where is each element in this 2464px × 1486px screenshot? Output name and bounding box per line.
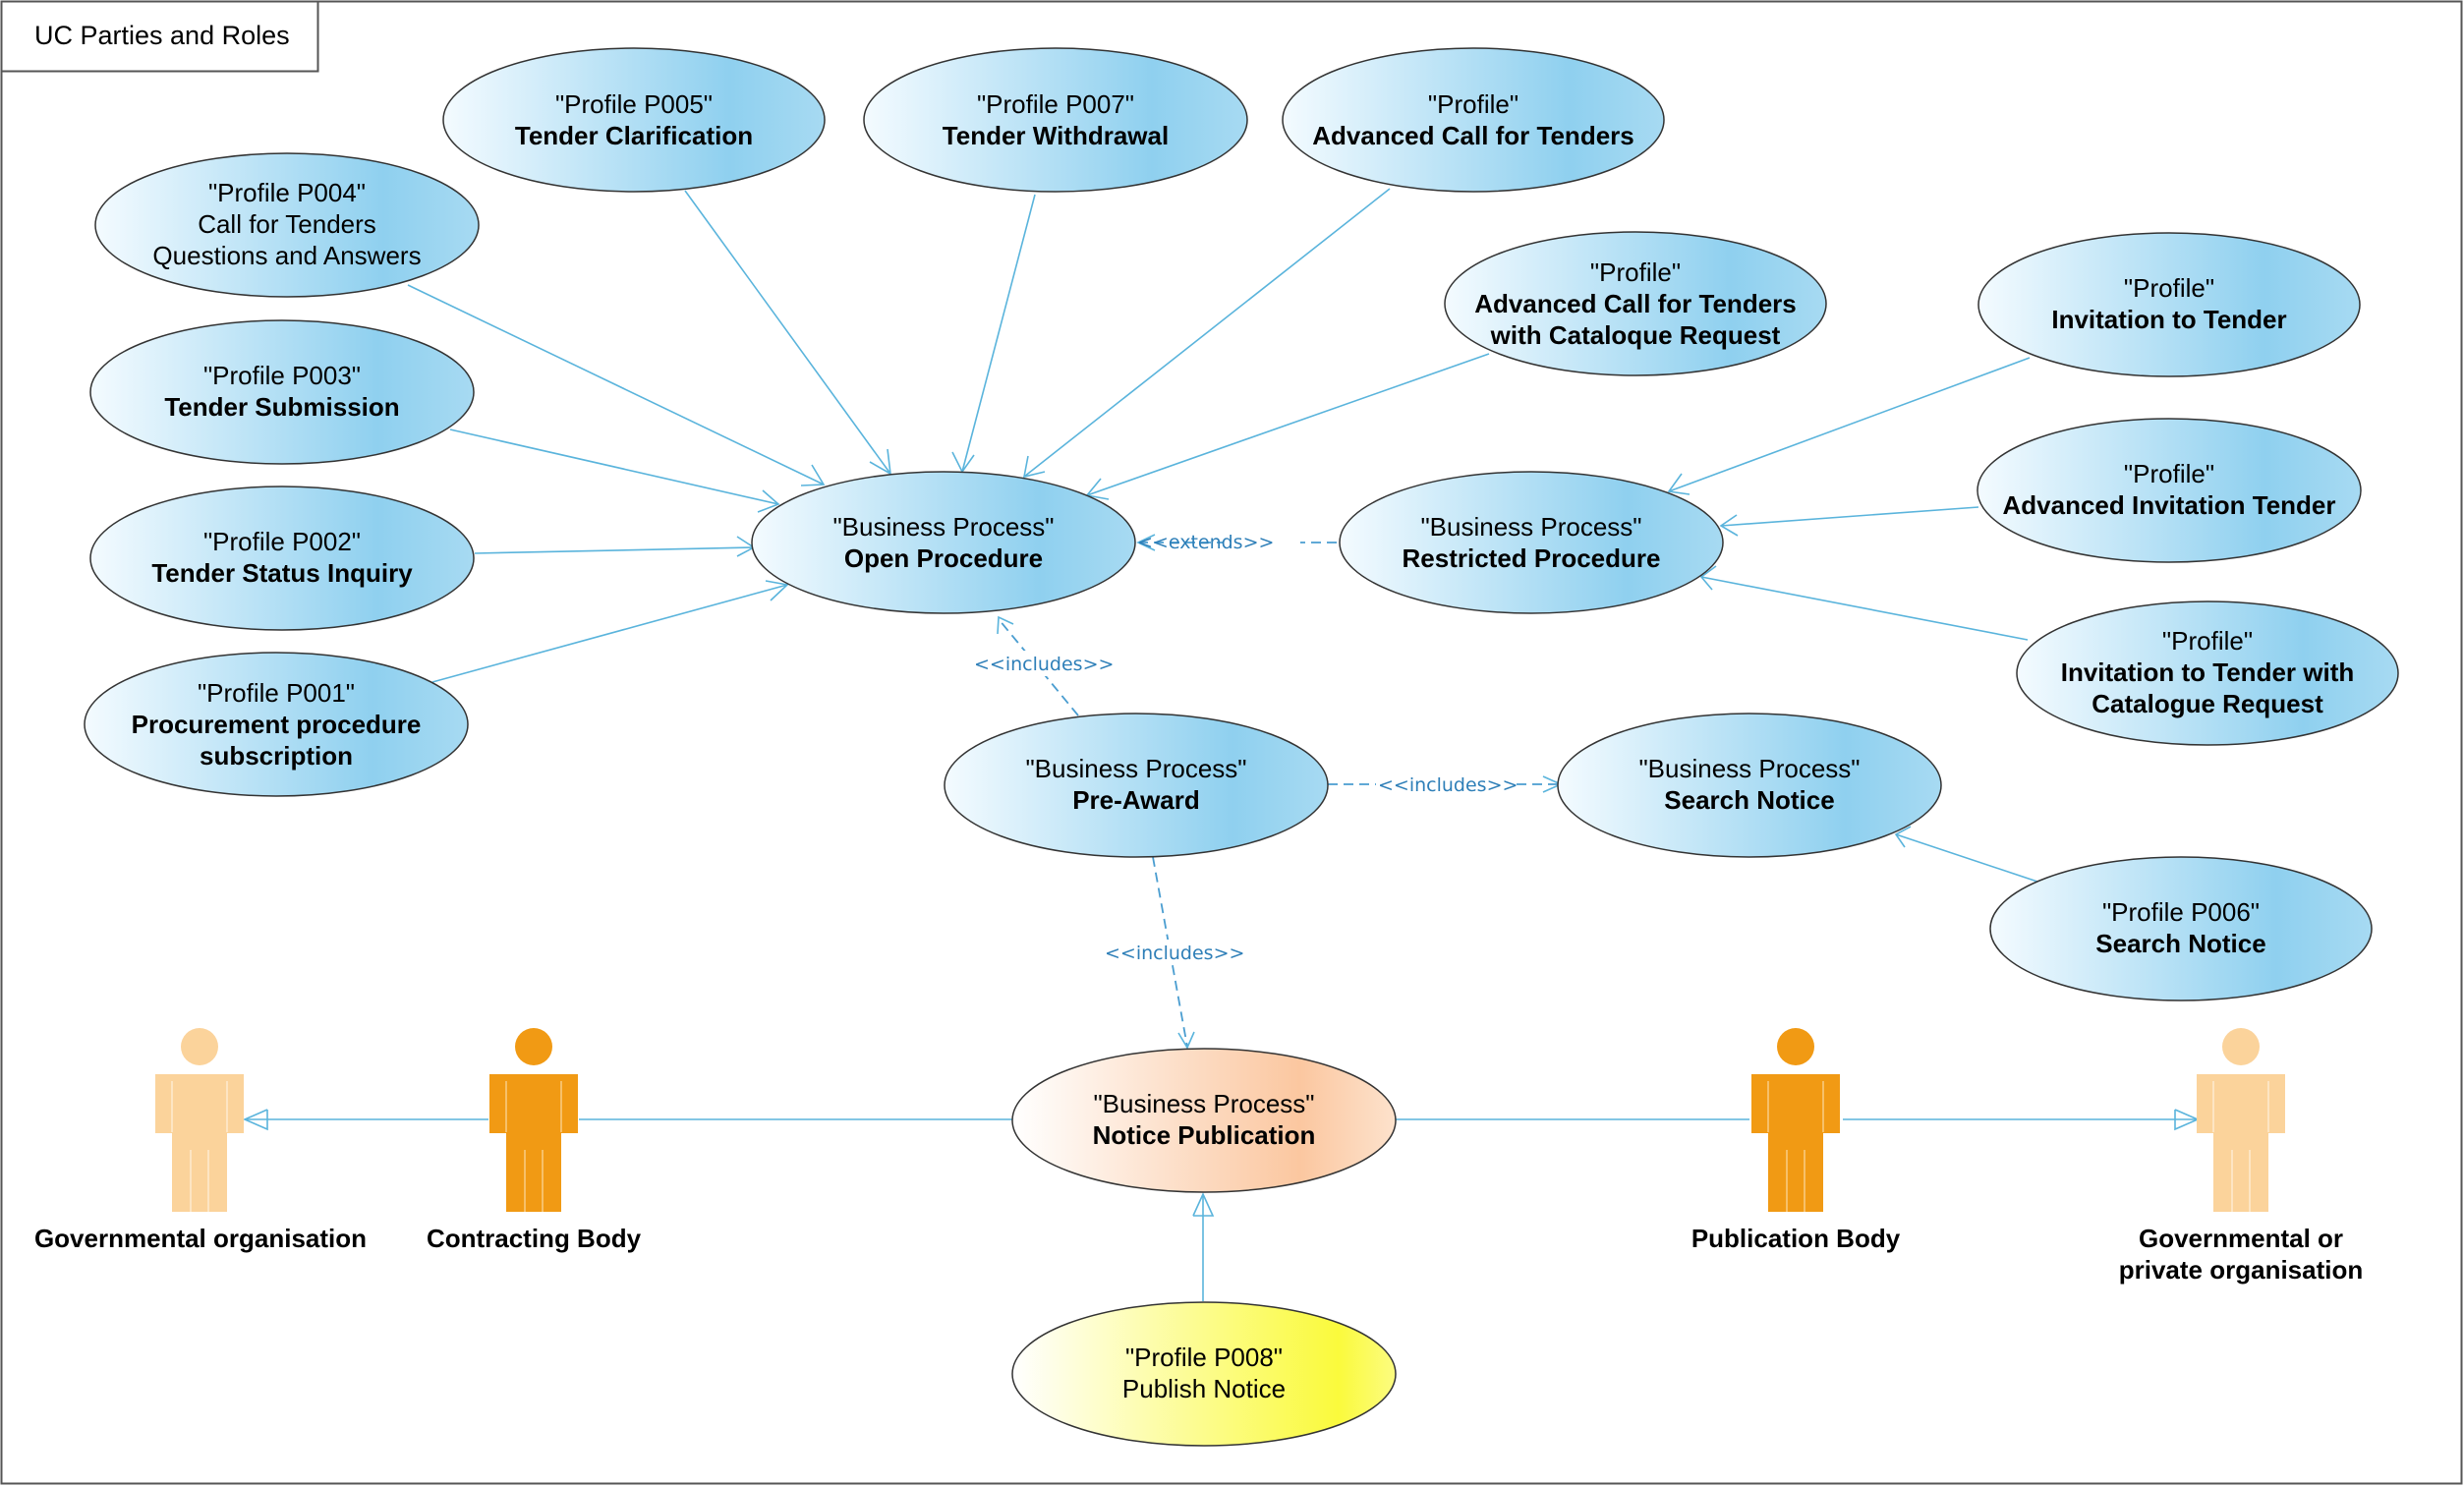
- generalization-lines: [407, 188, 1490, 683]
- actor-association-lines: [242, 1109, 2201, 1301]
- svg-text:"Profile P008": "Profile P008": [1125, 1343, 1283, 1372]
- svg-text:"Profile P004": "Profile P004": [208, 178, 366, 207]
- svg-text:Tender Withdrawal: Tender Withdrawal: [943, 121, 1169, 150]
- usecase-itt-catalogue[interactable]: "Profile" Invitation to Tender with Cata…: [2016, 600, 2399, 746]
- svg-text:Open Procedure: Open Procedure: [844, 543, 1043, 573]
- actor-light-icon: [155, 1028, 244, 1212]
- svg-text:"Profile": "Profile": [2124, 273, 2214, 303]
- actor-dark-icon: [489, 1028, 578, 1212]
- svg-text:"Profile": "Profile": [2162, 626, 2253, 656]
- svg-text:Search Notice: Search Notice: [2095, 929, 2265, 958]
- extends-label: <<extends>>: [1137, 532, 1274, 553]
- actor-governmental-or-private-organisation[interactable]: Governmental or private organisation: [2119, 1028, 2364, 1285]
- svg-text:Advanced Call for Tenders: Advanced Call for Tenders: [1312, 121, 1634, 150]
- actor-label: Contracting Body: [427, 1224, 642, 1253]
- usecase-open-procedure[interactable]: "Business Process" Open Procedure: [751, 471, 1136, 614]
- includes-search-label: <<includes>>: [1378, 774, 1518, 796]
- actor-publication-body[interactable]: Publication Body: [1691, 1028, 1901, 1253]
- svg-text:subscription: subscription: [200, 741, 353, 771]
- svg-text:Invitation to Tender with: Invitation to Tender with: [2061, 657, 2355, 687]
- includes-open-label: <<includes>>: [974, 654, 1114, 675]
- svg-text:Pre-Award: Pre-Award: [1072, 785, 1200, 815]
- svg-text:Notice Publication: Notice Publication: [1093, 1120, 1316, 1150]
- svg-text:Search Notice: Search Notice: [1664, 785, 1834, 815]
- frame-title-box: [0, 0, 319, 73]
- svg-text:"Profile": "Profile": [1590, 257, 1681, 287]
- actor-light-icon: [2197, 1028, 2285, 1212]
- svg-text:"Profile P002": "Profile P002": [203, 527, 361, 556]
- actor-dark-icon: [1751, 1028, 1840, 1212]
- usecase-p003[interactable]: "Profile P003" Tender Submission: [89, 319, 475, 465]
- usecase-p005[interactable]: "Profile P005" Tender Clarification: [442, 47, 826, 193]
- usecase-advanced-call-for-tenders[interactable]: "Profile" Advanced Call for Tenders: [1282, 47, 1665, 193]
- svg-text:"Profile P003": "Profile P003": [203, 361, 361, 390]
- usecase-p006[interactable]: "Profile P006" Search Notice: [1989, 856, 2373, 1001]
- usecase-p001[interactable]: "Profile P001" Procurement procedure sub…: [84, 652, 469, 797]
- svg-text:Restricted Procedure: Restricted Procedure: [1403, 543, 1661, 573]
- svg-text:"Profile P006": "Profile P006": [2102, 897, 2260, 927]
- svg-text:"Profile": "Profile": [1428, 89, 1519, 119]
- svg-text:Publish Notice: Publish Notice: [1122, 1374, 1286, 1403]
- svg-text:"Business Process": "Business Process": [1638, 754, 1860, 783]
- svg-text:Invitation to Tender: Invitation to Tender: [2051, 305, 2286, 334]
- usecase-p004[interactable]: "Profile P004" Call for Tenders Question…: [94, 152, 480, 298]
- usecase-search-notice-bp[interactable]: "Business Process" Search Notice: [1557, 713, 1942, 858]
- svg-text:"Business Process": "Business Process": [1025, 754, 1246, 783]
- usecase-p002[interactable]: "Profile P002" Tender Status Inquiry: [89, 486, 475, 631]
- svg-text:Tender Clarification: Tender Clarification: [515, 121, 753, 150]
- svg-text:"Profile": "Profile": [2124, 459, 2214, 488]
- actor-contracting-body[interactable]: Contracting Body: [427, 1028, 642, 1253]
- svg-text:Advanced Invitation Tender: Advanced Invitation Tender: [2002, 490, 2335, 520]
- svg-text:Call for Tenders: Call for Tenders: [198, 209, 376, 239]
- actor-label: private organisation: [2119, 1255, 2364, 1285]
- svg-text:Advanced Call for Tenders: Advanced Call for Tenders: [1474, 289, 1797, 318]
- usecase-pre-award[interactable]: "Business Process" Pre-Award: [944, 713, 1329, 858]
- usecase-restricted-procedure[interactable]: "Business Process" Restricted Procedure: [1339, 471, 1724, 614]
- svg-text:with Cataloque Request: with Cataloque Request: [1490, 320, 1781, 350]
- svg-text:Tender Status Inquiry: Tender Status Inquiry: [151, 558, 413, 588]
- actor-label: Governmental or: [2139, 1224, 2343, 1253]
- actor-governmental-organisation[interactable]: Governmental organisation: [34, 1028, 367, 1253]
- svg-text:"Profile P005": "Profile P005": [555, 89, 713, 119]
- svg-text:Catalogue Request: Catalogue Request: [2092, 689, 2323, 718]
- svg-text:"Profile P007": "Profile P007": [977, 89, 1134, 119]
- actor-label: Publication Body: [1691, 1224, 1901, 1253]
- frame-title: UC Parties and Roles: [34, 21, 290, 50]
- svg-text:Procurement procedure: Procurement procedure: [132, 710, 422, 739]
- usecase-p008[interactable]: "Profile P008" Publish Notice: [1011, 1301, 1397, 1447]
- svg-text:"Profile P001": "Profile P001": [198, 678, 355, 708]
- usecase-advanced-cft-catalogue[interactable]: "Profile" Advanced Call for Tenders with…: [1444, 231, 1827, 376]
- svg-text:"Business Process": "Business Process": [1420, 512, 1641, 542]
- svg-text:Questions and Answers: Questions and Answers: [152, 241, 421, 270]
- svg-text:Tender Submission: Tender Submission: [164, 392, 399, 422]
- svg-text:"Business Process": "Business Process": [832, 512, 1054, 542]
- svg-text:"Business Process": "Business Process": [1093, 1089, 1314, 1118]
- usecase-invitation-to-tender[interactable]: "Profile" Invitation to Tender: [1977, 232, 2361, 377]
- usecase-notice-publication[interactable]: "Business Process" Notice Publication: [1011, 1048, 1397, 1193]
- usecase-p007[interactable]: "Profile P007" Tender Withdrawal: [863, 47, 1248, 193]
- actor-label: Governmental organisation: [34, 1224, 367, 1253]
- usecase-advanced-invitation-tender[interactable]: "Profile" Advanced Invitation Tender: [1977, 418, 2362, 563]
- restricted-generalization-lines: [1667, 357, 2038, 883]
- includes-notice-label: <<includes>>: [1105, 943, 1244, 964]
